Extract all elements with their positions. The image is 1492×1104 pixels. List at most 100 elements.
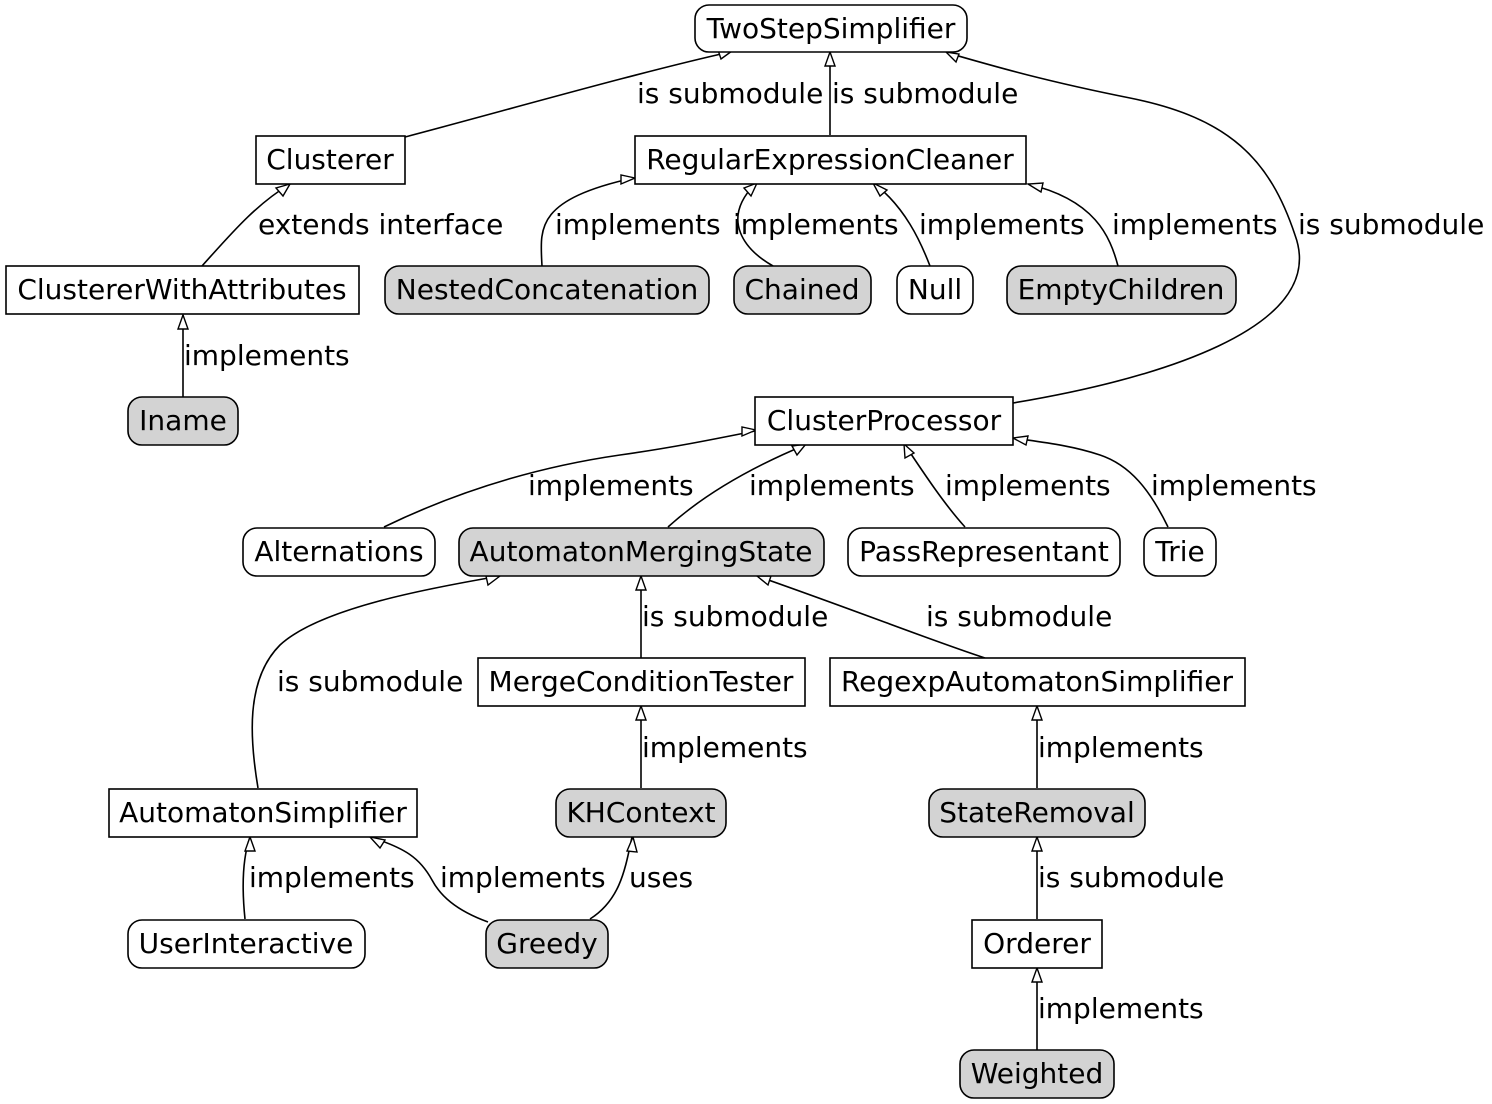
edge-greedy-autosimp [369,836,489,923]
arrowheads [177,49,1044,983]
node-label-trie: Trie [1154,535,1205,568]
arrowhead-regex-2 [742,181,759,198]
edge-label-khcontext-tester: implements [642,731,808,764]
node-label-empty-children: EmptyChildren [1018,273,1225,306]
edge-processor-twostep [947,52,1301,404]
arrowhead-processor-1 [741,426,759,438]
node-clusterer-with-attributes: ClustererWithAttributes [5,265,360,315]
edge-label-autosimp-merging: is submodule [277,665,463,698]
arrowhead-regexpauto [1031,703,1043,721]
node-khcontext: KHContext [555,788,727,838]
node-cluster-processor: ClusterProcessor [754,396,1014,446]
arrowhead-tester [635,703,647,721]
edge-regexpauto-merging [756,575,986,659]
node-user-interactive: UserInteractive [127,919,366,969]
node-label-alternations: Alternations [254,535,423,568]
edge-labels: is submodule is submodule is submodule e… [184,77,1484,1025]
arrowhead-processor-3 [903,442,916,460]
node-automaton-simplifier: AutomatonSimplifier [108,788,418,838]
edge-label-processor-twostep: is submodule [1298,208,1484,241]
node-label-orderer: Orderer [983,927,1091,960]
node-regexp-automaton-simplifier: RegexpAutomatonSimplifier [829,657,1246,707]
edge-label-chained-regex: implements [733,208,899,241]
edge-trie-processor [1012,437,1169,528]
arrowhead-attrs [177,312,189,330]
node-clusterer: Clusterer [255,135,406,185]
arrowhead-regex-3 [871,181,889,198]
edge-merging-processor [667,444,806,528]
arrowhead-clusterer [274,182,292,198]
node-label-iname: Iname [139,404,227,437]
node-pass-representant: PassRepresentant [847,527,1121,577]
node-label-pass-rep: PassRepresentant [859,535,1109,568]
edge-label-regexpauto-merging: is submodule [926,600,1112,633]
edge-label-empty-regex: implements [1112,208,1278,241]
edge-autosimp-merging [251,575,501,789]
node-label-null: Null [908,273,962,306]
arrowhead-regex-1 [620,174,638,186]
edge-label-weighted-orderer: implements [1038,992,1204,1025]
arrowhead-merging-2 [635,573,647,591]
node-label-automaton-merging: AutomatonMergingState [470,535,813,568]
node-label-regexp-auto: RegexpAutomatonSimplifier [841,665,1234,698]
node-twostep-simplifier: TwoStepSimplifier [694,4,968,53]
node-label-merge-tester: MergeConditionTester [489,665,794,698]
arrowhead-stateremoval [1031,834,1043,852]
arrowhead-regex-4 [1025,182,1044,194]
node-label-nested: NestedConcatenation [396,273,698,306]
edge-empty-regex [1027,183,1119,267]
arrowhead-twostep-mid [824,49,836,67]
edge-label-null-regex: implements [919,208,1085,241]
node-label-khcontext: KHContext [566,796,715,829]
arrowhead-processor-4 [1010,435,1029,447]
arrowhead-khcontext [625,834,638,853]
arrowhead-orderer [1031,965,1043,983]
edge-label-stateremoval-regexpauto: implements [1038,731,1204,764]
edge-label-greedy-autosimp: implements [440,861,606,894]
edge-label-user-autosimp: implements [249,861,415,894]
node-label-automaton-simplifier: AutomatonSimplifier [119,796,407,829]
node-label-chained: Chained [745,273,860,306]
node-trie: Trie [1143,527,1217,577]
node-label-greedy: Greedy [496,927,597,960]
arrowhead-autosimp-2 [368,835,387,850]
node-null: Null [896,265,974,315]
node-empty-children: EmptyChildren [1006,265,1237,315]
edge-label-iname-attrs: implements [184,339,350,372]
node-label-cluster-processor: ClusterProcessor [767,404,1002,437]
edge-label-clusterer-twostep: is submodule [637,77,823,110]
node-label-clusterer: Clusterer [266,143,394,176]
nodes: TwoStepSimplifier Clusterer RegularExpre… [5,4,1246,1099]
node-state-removal: StateRemoval [928,788,1146,838]
edge-chained-regex [737,183,774,267]
edge-clusterer-twostep [404,51,731,138]
edge-label-merging-processor: implements [749,469,915,502]
node-label-clusterer-attrs: ClustererWithAttributes [17,273,346,306]
node-label-weighted: Weighted [971,1057,1104,1090]
node-label-user-interactive: UserInteractive [139,927,354,960]
node-merge-condition-tester: MergeConditionTester [477,657,806,707]
edge-label-attrs-clusterer: extends interface [258,208,503,241]
edge-label-nested-regex: implements [555,208,721,241]
node-chained: Chained [733,265,872,315]
edge-label-passrep-processor: implements [945,469,1111,502]
node-label-regex-cleaner: RegularExpressionCleaner [646,143,1014,176]
node-alternations: Alternations [242,527,436,577]
node-label-state-removal: StateRemoval [939,796,1134,829]
edge-alternations-processor [383,430,756,528]
node-orderer: Orderer [971,919,1103,969]
node-weighted: Weighted [959,1049,1115,1099]
arrowhead-twostep-right [943,50,960,64]
node-label-twostep: TwoStepSimplifier [706,12,956,45]
node-automaton-merging-state: AutomatonMergingState [458,527,825,577]
node-regular-expression-cleaner: RegularExpressionCleaner [634,135,1027,185]
node-nested-concatenation: NestedConcatenation [384,265,710,315]
edge-label-trie-processor: implements [1151,469,1317,502]
edge-label-tester-merging: is submodule [642,600,828,633]
edge-nested-regex [540,177,634,267]
arrowhead-merging-1 [485,575,503,587]
node-iname: Iname [127,396,239,446]
edge-label-alternations-processor: implements [528,469,694,502]
arrowhead-autosimp-1 [244,834,256,852]
